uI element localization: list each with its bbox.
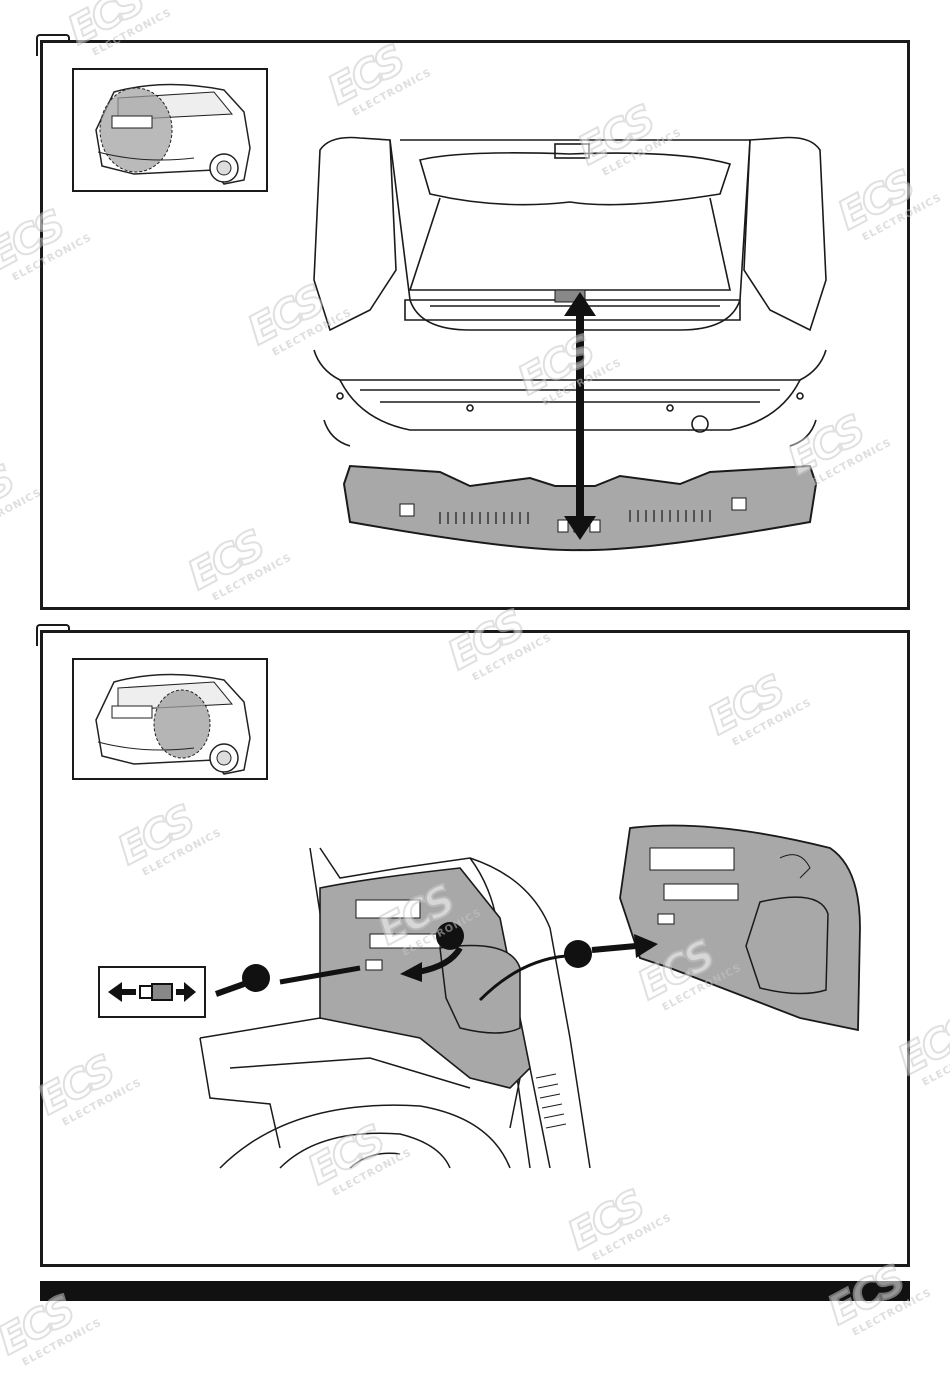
connector-disconnect-box bbox=[98, 966, 206, 1018]
connector-disconnect-icon bbox=[108, 982, 196, 1002]
trunk-interior-drawing bbox=[199, 847, 591, 1169]
step-marker-3 bbox=[564, 940, 592, 968]
car-rear-side-thumbnail-icon bbox=[95, 673, 251, 775]
removed-side-trim-panel bbox=[619, 824, 861, 1032]
step-1-thumbnail bbox=[72, 68, 268, 192]
step-markers-arrows bbox=[214, 922, 658, 1002]
footer-bar bbox=[40, 1281, 910, 1301]
step-marker-2 bbox=[436, 922, 464, 950]
step-marker-1 bbox=[242, 964, 270, 992]
step-2-thumbnail bbox=[72, 658, 268, 780]
double-arrow-icon bbox=[564, 292, 596, 540]
trunk-rear-drawing bbox=[313, 136, 827, 447]
car-rear-thumbnail-icon bbox=[95, 83, 251, 185]
